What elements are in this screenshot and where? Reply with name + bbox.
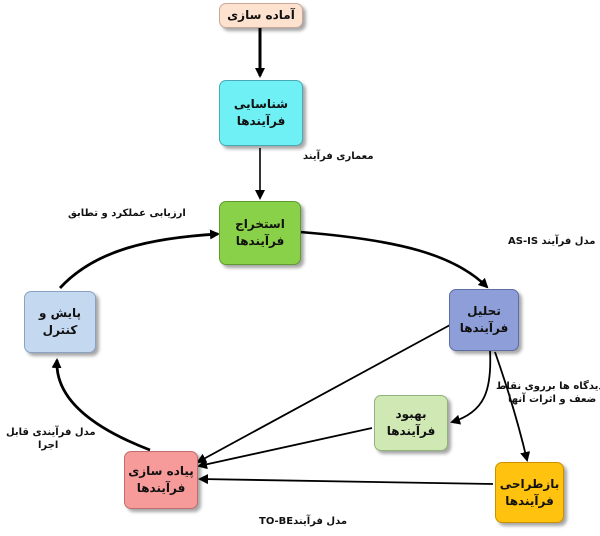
label-weakness-view-2: ضعف و اثرات آنها bbox=[508, 394, 597, 405]
arrow-analyze-to-implement bbox=[196, 324, 451, 463]
node-monitor-label: پایش و کنترل bbox=[38, 306, 82, 337]
node-redesign-label-2: فرآیندها bbox=[505, 493, 554, 508]
node-preparation: آماده سازی bbox=[219, 3, 303, 28]
node-redesign-label-1: بازطراحی bbox=[499, 476, 560, 491]
node-redesign-processes: بازطراحی فرآیندها bbox=[495, 462, 564, 523]
node-monitor-control: پایش و کنترل bbox=[24, 291, 96, 353]
node-implement-label-2: فرآیندها bbox=[136, 481, 186, 495]
label-to-be-model: مدل فرآیندTO-BE bbox=[259, 516, 348, 527]
label-process-architecture: معماری فرآیند bbox=[303, 151, 374, 162]
arrow-improve-to-implement bbox=[197, 427, 373, 470]
arrow-monitor-to-extract bbox=[58, 229, 220, 289]
label-as-is-model: مدل فرآیند AS-IS bbox=[508, 236, 596, 247]
label-performance-evaluation: ارزیابی عملکرد و تطابق bbox=[68, 208, 186, 219]
arrow-implement-to-monitor bbox=[51, 358, 151, 452]
node-extract-label-1: استخراج bbox=[235, 217, 285, 231]
arrow-extract-to-analyze bbox=[299, 230, 489, 289]
node-improve-processes: بهبود فرآیندها bbox=[374, 395, 448, 451]
node-extract-label-2: فرآیندها bbox=[235, 234, 285, 248]
node-implement-label-1: پیاده سازی bbox=[128, 464, 194, 478]
node-improve-label-2: فرآیندها bbox=[386, 424, 436, 438]
arrow-redesign-to-implement bbox=[198, 474, 494, 485]
arrow-analyze-to-redesign bbox=[494, 351, 531, 462]
arrow-analyze-to-improve bbox=[450, 349, 492, 425]
label-executable-model-1: مدل فرآیندی قابل bbox=[6, 427, 96, 438]
node-preparation-label: آماده سازی bbox=[227, 8, 295, 22]
node-analyze-label-2: فرآیندها bbox=[459, 321, 509, 335]
node-identify-label-2: فرآیندها bbox=[236, 114, 286, 128]
node-analyze-processes: تحلیل فرآیندها bbox=[449, 289, 519, 351]
node-improve-label-1: بهبود bbox=[395, 407, 427, 421]
label-weakness-view-1: دیدگاه ها برروی نقاط bbox=[496, 381, 600, 392]
node-extract-processes: استخراج فرآیندها bbox=[219, 201, 301, 265]
node-analyze-label-1: تحلیل bbox=[467, 304, 501, 318]
node-implement-processes: پیاده سازی فرآیندها bbox=[124, 451, 198, 509]
label-executable-model-2: اجرا bbox=[38, 440, 59, 451]
node-identify-processes: شناسایی فرآیندها bbox=[219, 80, 303, 146]
node-identify-label-1: شناسایی bbox=[233, 97, 289, 111]
